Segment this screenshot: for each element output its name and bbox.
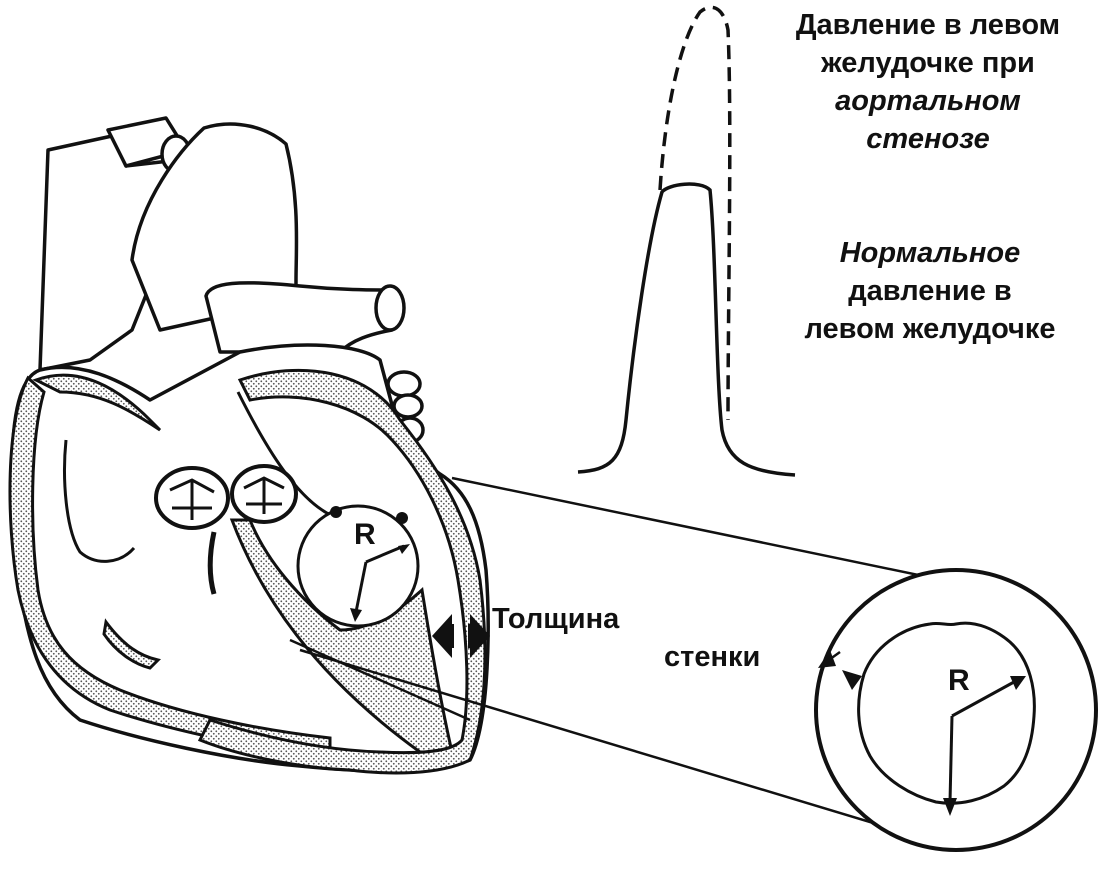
inner-cavity-outline: [857, 621, 1036, 805]
left-ventricle-wall: [197, 368, 487, 775]
section-thickness-arrow-1: [818, 650, 836, 668]
section-thickness-arrow-2: [842, 670, 862, 690]
lv-radius-circle: [296, 504, 420, 628]
wall-cross-section: [814, 568, 1098, 852]
aortic-arch: [204, 281, 394, 354]
normal-label-line2: давление в: [848, 275, 1012, 307]
stenosis-pressure-label: Давление в левом желудочке при аортально…: [748, 6, 1108, 158]
wall-thickness-arrows: [432, 614, 490, 658]
stenosis-label-line2: желудочке при: [821, 47, 1035, 79]
wall-thickness-label-2: стенки: [664, 638, 814, 676]
wall-label-line1: Толщина: [492, 603, 620, 635]
pulmonary-vein-2: [392, 393, 424, 419]
pulmonary-valve-leaflets: [169, 478, 215, 520]
branch-opening: [374, 284, 406, 332]
valve-stem: [207, 531, 217, 595]
valves: [154, 464, 298, 595]
aortic-valve-leaflets: [243, 476, 285, 514]
projection-line-top: [451, 476, 953, 584]
stenosis-label-line1: Давление в левом: [795, 9, 1061, 41]
right-atrium-contour: [63, 439, 136, 563]
pressure-curves: [577, 5, 796, 477]
right-ventricle-notch: [102, 618, 161, 670]
stenosis-label-line4: стенозе: [866, 123, 990, 155]
projection-line-bottom: [299, 648, 937, 844]
lv-cavity-circle: [296, 504, 420, 628]
magnification: [289, 476, 953, 844]
normal-label-line3: левом желудочке: [804, 313, 1056, 345]
right-wall-inner: [32, 373, 162, 432]
large-radius-label: R: [948, 664, 970, 697]
pulmonary-vein-1: [386, 370, 422, 398]
projection-line-mid: [289, 638, 471, 722]
normal-pressure-curve: [577, 182, 796, 477]
small-radius-label: R: [354, 518, 376, 551]
wall-label-line2: стенки: [664, 641, 761, 673]
normal-pressure-label: Нормальное давление в левом желудочке: [744, 234, 1116, 348]
wall-thickness-label: Толщина: [492, 600, 662, 638]
stenosis-pressure-curve: [658, 5, 732, 421]
normal-label-line1: Нормальное: [839, 237, 1021, 269]
aorta: [130, 122, 299, 332]
stenosis-label-line3: аортальном: [835, 85, 1021, 117]
